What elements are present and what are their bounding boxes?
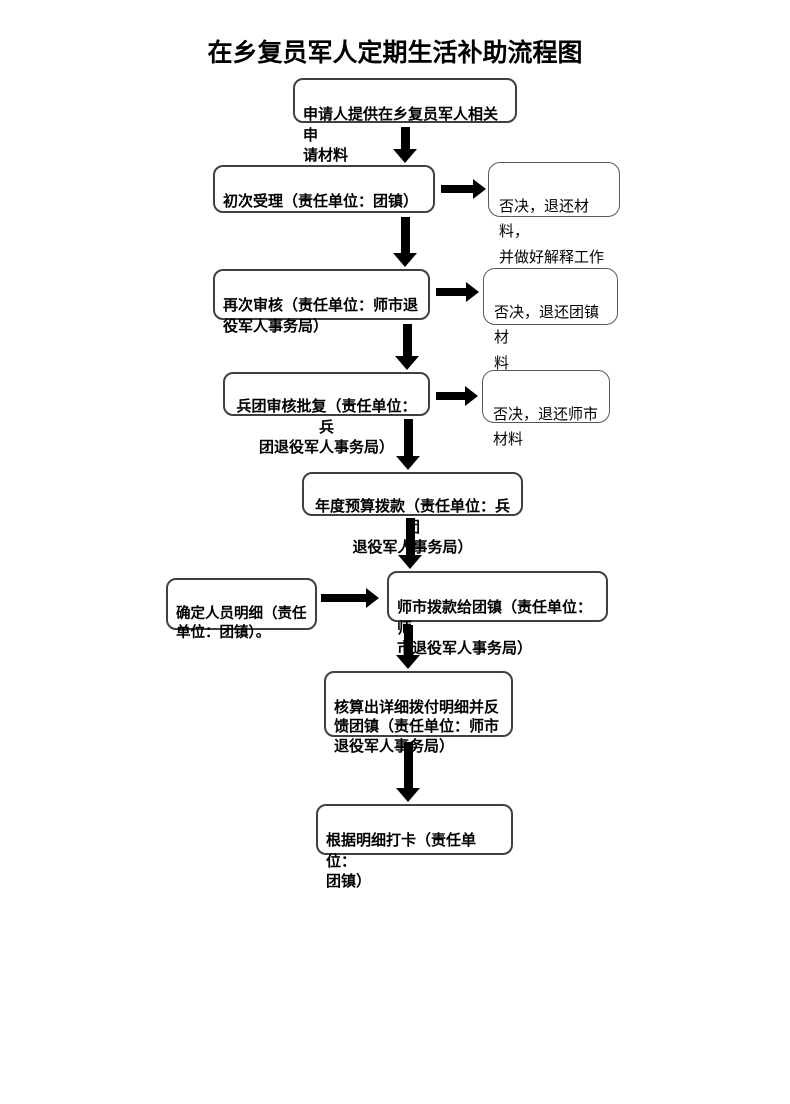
arrow-shaft xyxy=(400,127,410,149)
arrow-down-initial-to-review xyxy=(393,217,417,267)
arrow-shaft xyxy=(436,392,465,400)
arrow-head-icon xyxy=(393,253,417,267)
step-confirm-personnel-box: 确定人员明细（责任 单位：团镇）。 xyxy=(166,578,317,641)
arrow-head-icon xyxy=(396,456,420,470)
arrow-shaft xyxy=(441,185,473,193)
arrow-shaft xyxy=(403,742,413,788)
arrow-shaft xyxy=(402,324,412,356)
arrow-head-icon xyxy=(395,356,419,370)
arrow-right-confirm-to-allocate xyxy=(321,588,379,608)
arrow-head-icon xyxy=(465,386,478,406)
arrow-down-corps-to-budget xyxy=(396,419,420,470)
arrow-shaft xyxy=(403,625,413,655)
arrow-down-budget-to-allocate xyxy=(398,518,422,569)
step-corps-approval-label: 兵团审核批复（责任单位：兵 团退役军人事务局） xyxy=(236,398,417,456)
arrow-shaft xyxy=(400,217,410,253)
reject-return-town-materials-label: 否决，退还团镇材 料 xyxy=(494,304,600,372)
step-allocate-to-towns-box: 师市拨款给团镇（责任单位：师 市退役军人事务局） xyxy=(387,571,608,657)
step-corps-approval-box: 兵团审核批复（责任单位：兵 团退役军人事务局） xyxy=(223,372,430,456)
reject-return-materials-box: 否决，退还材料， 并做好解释工作 xyxy=(488,162,620,266)
step-card-payment-box: 根据明细打卡（责任单位： 团镇） xyxy=(316,804,513,890)
arrow-head-icon xyxy=(393,149,417,163)
arrow-head-icon xyxy=(396,655,420,669)
step-initial-acceptance-label: 初次受理（责任单位：团镇） xyxy=(223,193,419,211)
reject-return-town-materials-box: 否决，退还团镇材 料 xyxy=(483,268,618,372)
arrow-down-review-to-corps xyxy=(395,324,419,370)
arrow-shaft xyxy=(321,594,366,602)
arrow-shaft xyxy=(405,518,415,555)
arrow-shaft xyxy=(436,288,466,296)
reject-return-materials-label: 否决，退还材料， 并做好解释工作 xyxy=(499,198,605,266)
step-card-payment-label: 根据明细打卡（责任单位： 团镇） xyxy=(326,832,477,890)
step-initial-acceptance-box: 初次受理（责任单位：团镇） xyxy=(213,165,435,213)
step-apply-box: 申请人提供在乡复员军人相关申 请材料 xyxy=(293,78,517,164)
step-calculate-details-box: 核算出详细拨付明细并反 馈团镇（责任单位：师市 退役军人事务局） xyxy=(324,671,513,755)
arrow-right-review-to-reject xyxy=(436,282,479,302)
step-allocate-to-towns-label: 师市拨款给团镇（责任单位：师 市退役军人事务局） xyxy=(397,599,593,657)
arrow-right-initial-to-reject xyxy=(441,179,486,199)
reject-return-shishi-materials-label: 否决，退还师市 材料 xyxy=(493,406,599,449)
step-apply-label: 申请人提供在乡复员军人相关申 请材料 xyxy=(303,106,499,164)
arrow-down-allocate-to-calculate xyxy=(396,625,420,669)
arrow-shaft xyxy=(403,419,413,456)
arrow-down-apply-to-initial xyxy=(393,127,417,163)
arrow-head-icon xyxy=(473,179,486,199)
step-second-review-box: 再次审核（责任单位：师市退 役军人事务局） xyxy=(213,269,430,335)
arrow-head-icon xyxy=(366,588,379,608)
step-annual-budget-box: 年度预算拨款（责任单位：兵团 退役军人事务局） xyxy=(302,472,523,556)
arrow-down-calculate-to-card xyxy=(396,742,420,802)
step-confirm-personnel-label: 确定人员明细（责任 单位：团镇）。 xyxy=(176,605,307,642)
arrow-head-icon xyxy=(466,282,479,302)
step-second-review-label: 再次审核（责任单位：师市退 役军人事务局） xyxy=(223,297,419,335)
arrow-head-icon xyxy=(396,788,420,802)
page-title: 在乡复员军人定期生活补助流程图 xyxy=(207,39,583,67)
step-calculate-details-label: 核算出详细拨付明细并反 馈团镇（责任单位：师市 退役军人事务局） xyxy=(334,698,500,755)
arrow-head-icon xyxy=(398,555,422,569)
arrow-right-corps-to-reject xyxy=(436,386,478,406)
reject-return-shishi-materials-box: 否决，退还师市 材料 xyxy=(482,370,610,448)
